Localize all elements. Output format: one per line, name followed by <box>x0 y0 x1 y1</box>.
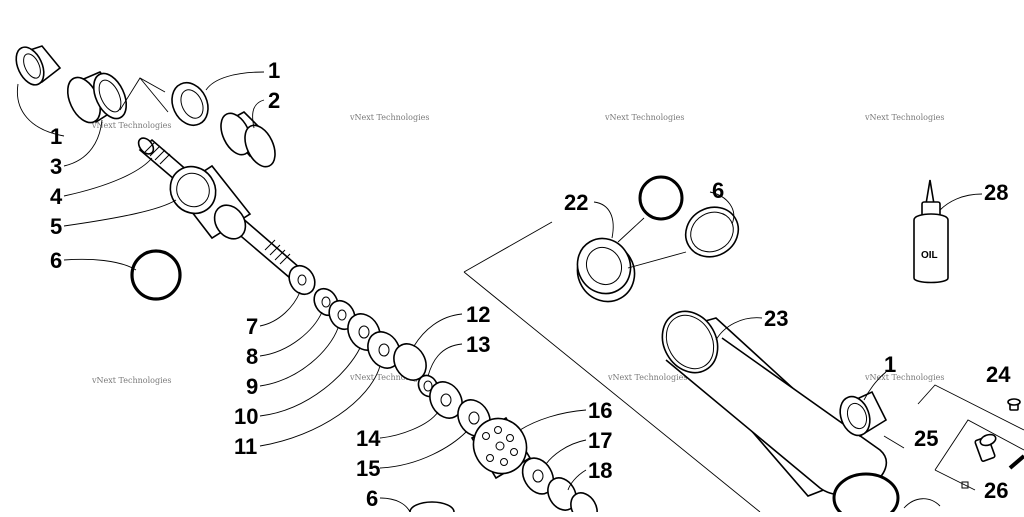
callout-24: 24 <box>986 362 1011 387</box>
bushing-part-1-top-left <box>15 45 62 86</box>
callout-15: 15 <box>356 456 380 481</box>
callout-4: 4 <box>50 184 63 209</box>
watermark: vNext Technologies <box>349 113 429 122</box>
oil-label: OIL <box>921 250 938 261</box>
callout-13: 13 <box>466 332 490 357</box>
callout-6: 6 <box>50 248 62 273</box>
seal-head-part-22 <box>576 237 636 303</box>
oil-bottle-part-28: OIL <box>913 179 949 284</box>
screw-part-24 <box>1007 398 1021 411</box>
callout-25: 25 <box>914 426 938 451</box>
callout-16: 16 <box>588 398 612 423</box>
watermark: vNext Technologies <box>91 121 171 130</box>
callout-12: 12 <box>466 302 490 327</box>
cap-part-26 <box>1008 454 1024 470</box>
callout-22: 22 <box>564 190 588 215</box>
watermark: vNext Technologies <box>91 376 171 385</box>
callout-10: 10 <box>234 404 258 429</box>
callout-1: 1 <box>50 124 62 149</box>
callout-9: 9 <box>246 374 258 399</box>
callout-5: 5 <box>50 214 62 239</box>
o-ring-part-6 <box>130 249 182 301</box>
callout-17: 17 <box>588 428 612 453</box>
watermarks: vNext Technologies vNext Technologies vN… <box>91 113 944 385</box>
o-ring-bottom-right <box>832 472 900 517</box>
ring-part-6-center <box>684 206 740 258</box>
shim-part-18 <box>547 477 577 511</box>
watermark: vNext Technologies <box>864 113 944 122</box>
watermark: vNext Technologies <box>607 373 687 382</box>
callout-26: 26 <box>984 478 1008 503</box>
sleeve-part-3 <box>66 71 128 124</box>
shim-stack <box>288 264 491 437</box>
callout-14: 14 <box>356 426 381 451</box>
watermark: vNext Technologies <box>604 113 684 122</box>
bushing-part-1-right <box>839 390 888 438</box>
o-ring-part-6-center <box>638 175 684 221</box>
watermark: vNext Technologies <box>864 373 944 382</box>
callout-23: 23 <box>764 306 788 331</box>
callout-18: 18 <box>588 458 612 483</box>
bracket-part-24 <box>917 384 1024 431</box>
callout-11: 11 <box>234 434 257 459</box>
body-tube-part-23 <box>661 310 888 497</box>
small-fitting <box>961 481 969 489</box>
callout-6: 6 <box>712 178 724 203</box>
callout-labels: 1 2 1 3 4 5 6 7 8 9 10 11 12 13 14 15 16… <box>50 58 1011 511</box>
valve-part-25 <box>974 433 997 462</box>
callout-7: 7 <box>246 314 258 339</box>
piston-part-16 <box>470 416 532 480</box>
bushing-part-1-top <box>171 82 209 126</box>
watermark: vNext Technologies <box>349 373 429 382</box>
callout-6: 6 <box>366 486 378 511</box>
callout-3: 3 <box>50 154 62 179</box>
callout-8: 8 <box>246 344 258 369</box>
body-outline <box>463 221 761 513</box>
callout-28: 28 <box>984 180 1008 205</box>
callout-2: 2 <box>268 88 280 113</box>
leader-lines <box>16 71 983 513</box>
spacer-part-2 <box>220 111 276 168</box>
piston-body-part-5 <box>169 164 252 240</box>
callout-1: 1 <box>268 58 280 83</box>
o-ring-part-6-bottom <box>409 501 455 517</box>
callout-1: 1 <box>884 352 896 377</box>
